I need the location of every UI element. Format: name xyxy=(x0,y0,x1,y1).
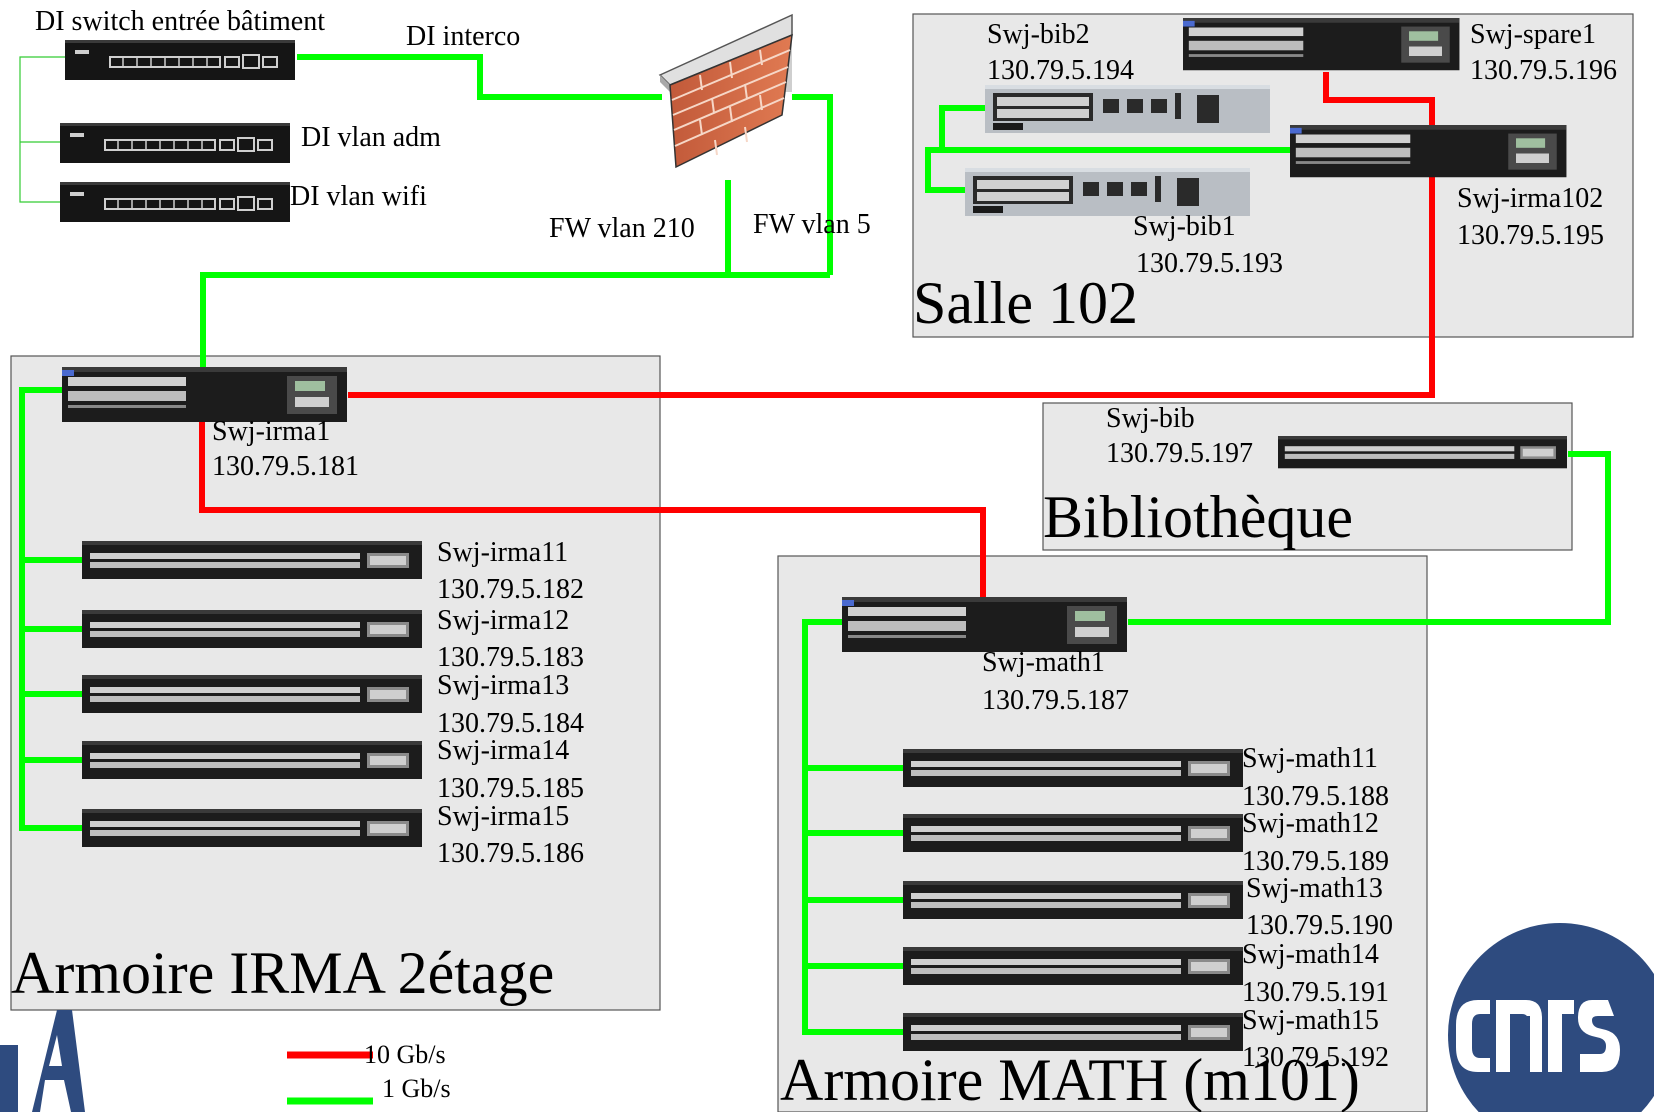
switch-math15 xyxy=(903,1013,1243,1051)
switch-math14-ip: 130.79.5.191 xyxy=(1242,977,1389,1008)
switch-math13-ip: 130.79.5.190 xyxy=(1246,910,1393,941)
switch-bib xyxy=(1278,436,1567,469)
switch-irma13-name: Swj-irma13 xyxy=(437,670,569,701)
switch-math12-ip: 130.79.5.189 xyxy=(1242,846,1389,877)
di-switch-entree xyxy=(64,39,296,81)
switch-irma11-name: Swj-irma11 xyxy=(437,537,568,568)
switch-irma14-name: Swj-irma14 xyxy=(437,735,569,766)
irma-logo xyxy=(0,1010,85,1112)
switch-bib1-name: Swj-bib1 xyxy=(1133,211,1236,242)
switch-spare1-name: Swj-spare1 xyxy=(1470,19,1596,50)
switch-irma12 xyxy=(82,610,422,648)
label-di-switch-entree: DI switch entrée bâtiment xyxy=(35,6,325,37)
switch-irma12-ip: 130.79.5.183 xyxy=(437,642,584,673)
switch-bib1 xyxy=(965,168,1250,216)
switch-math13-name: Swj-math13 xyxy=(1246,873,1383,904)
switch-bib2-name: Swj-bib2 xyxy=(987,19,1090,50)
switch-math1 xyxy=(842,597,1127,652)
switch-bib1-ip: 130.79.5.193 xyxy=(1136,248,1283,279)
di-switch-vlan-wifi xyxy=(59,181,291,223)
room-title-salle102: Salle 102 xyxy=(913,270,1138,336)
switch-irma1 xyxy=(62,367,347,422)
switch-bib-ip: 130.79.5.197 xyxy=(1106,438,1253,469)
switch-spare1 xyxy=(1183,18,1460,71)
links-1gb xyxy=(19,54,1611,1035)
legend: 10 Gb/s 1 Gb/s xyxy=(287,1040,451,1105)
switch-math14-name: Swj-math14 xyxy=(1242,939,1379,970)
switch-irma11-ip: 130.79.5.182 xyxy=(437,574,584,605)
switch-irma102 xyxy=(1290,125,1567,178)
label-di-vlan-adm: DI vlan adm xyxy=(301,122,441,153)
switch-math13 xyxy=(903,881,1243,919)
switch-math11 xyxy=(903,749,1243,787)
cnrs-logo xyxy=(1448,923,1654,1112)
room-bibliotheque: Bibliothèque xyxy=(1042,402,1573,551)
legend-10gb-label: 10 Gb/s xyxy=(364,1040,446,1069)
switch-irma1-ip: 130.79.5.181 xyxy=(212,451,359,482)
switch-math11-name: Swj-math11 xyxy=(1242,743,1378,774)
switch-irma15-ip: 130.79.5.186 xyxy=(437,838,584,869)
switch-math1-name: Swj-math1 xyxy=(982,647,1105,678)
di-thin-links xyxy=(19,56,65,203)
switch-math14 xyxy=(903,947,1243,985)
switch-math15-name: Swj-math15 xyxy=(1242,1005,1379,1036)
switch-irma11 xyxy=(82,541,422,579)
label-fw-vlan5: FW vlan 5 xyxy=(753,209,871,240)
room-title-math: Armoire MATH (m101) xyxy=(780,1047,1360,1112)
di-switch-vlan-adm xyxy=(59,122,291,164)
switch-irma13-ip: 130.79.5.184 xyxy=(437,708,584,739)
switch-bib2 xyxy=(985,85,1270,133)
legend-1gb-label: 1 Gb/s xyxy=(382,1074,451,1103)
switch-irma14 xyxy=(82,741,422,779)
switch-irma102-name: Swj-irma102 xyxy=(1457,183,1603,214)
switch-irma1-name: Swj-irma1 xyxy=(212,416,330,447)
switch-math11-ip: 130.79.5.188 xyxy=(1242,781,1389,812)
switch-math15-ip: 130.79.5.192 xyxy=(1242,1042,1389,1073)
label-fw-vlan210: FW vlan 210 xyxy=(549,213,695,244)
switch-bib-name: Swj-bib xyxy=(1106,403,1195,434)
label-di-vlan-wifi: DI vlan wifi xyxy=(290,181,427,212)
switch-spare1-ip: 130.79.5.196 xyxy=(1470,55,1617,86)
switch-math1-ip: 130.79.5.187 xyxy=(982,685,1129,716)
switch-math12-name: Swj-math12 xyxy=(1242,808,1379,839)
switch-irma14-ip: 130.79.5.185 xyxy=(437,773,584,804)
switch-irma15 xyxy=(82,809,422,847)
firewall-icon xyxy=(658,13,793,169)
label-di-interco: DI interco xyxy=(406,21,520,52)
room-title-irma: Armoire IRMA 2étage xyxy=(11,940,554,1006)
switch-bib2-ip: 130.79.5.194 xyxy=(987,55,1134,86)
switch-irma15-name: Swj-irma15 xyxy=(437,801,569,832)
switch-irma102-ip: 130.79.5.195 xyxy=(1457,220,1604,251)
room-title-bibliotheque: Bibliothèque xyxy=(1043,484,1353,550)
switch-math12 xyxy=(903,814,1243,852)
switch-irma13 xyxy=(82,675,422,713)
switch-irma12-name: Swj-irma12 xyxy=(437,605,569,636)
